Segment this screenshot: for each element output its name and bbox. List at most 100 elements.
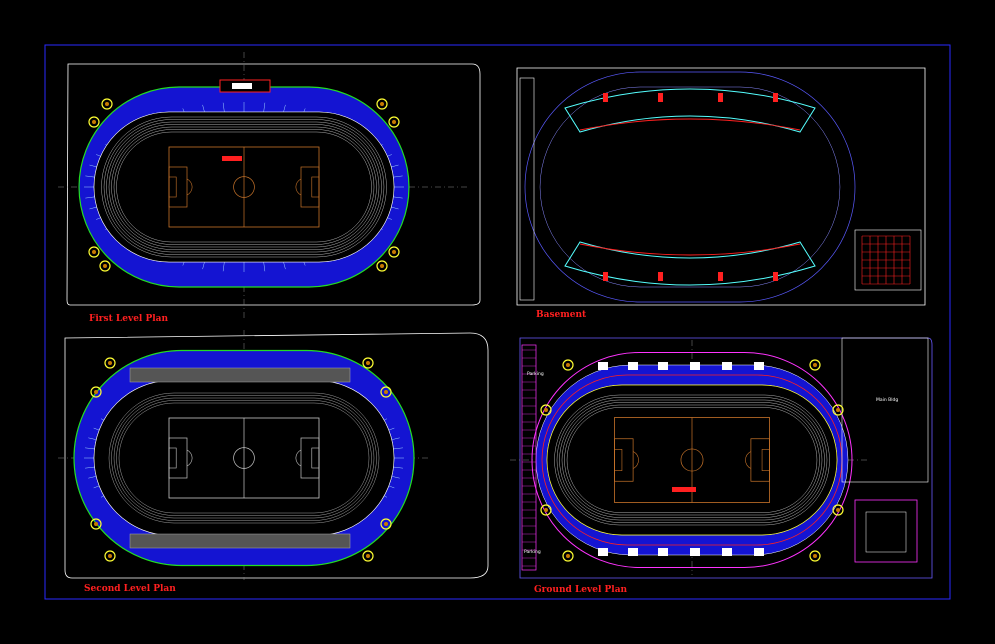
- light-tower-icon: [540, 404, 552, 416]
- ground-north-room: [690, 362, 700, 370]
- ground-north-room: [658, 362, 668, 370]
- panel-ground-level: [519, 337, 933, 579]
- light-tower-core: [105, 102, 109, 106]
- parking-label-top: Parking: [527, 372, 544, 377]
- goal-box-left: [168, 176, 177, 198]
- seating-radial-divider: [392, 466, 403, 469]
- light-tower-icon: [832, 404, 844, 416]
- running-track-lane: [108, 392, 380, 524]
- running-track-lane: [564, 404, 820, 516]
- light-tower-core: [566, 363, 570, 367]
- light-tower-core: [380, 102, 384, 106]
- ground-north-room: [722, 362, 732, 370]
- penalty-arc-right: [295, 449, 302, 467]
- light-tower-icon: [362, 357, 374, 369]
- light-tower-icon: [362, 550, 374, 562]
- light-tower-core: [392, 250, 396, 254]
- ground-level-stadium: [510, 337, 929, 575]
- running-track-lane: [118, 402, 370, 514]
- ground-parking-strip: [521, 344, 537, 571]
- ground-outer-outline: [531, 352, 853, 568]
- running-track-lane: [103, 119, 385, 255]
- second-level-south-tier: [129, 533, 351, 549]
- light-tower-core: [836, 508, 840, 512]
- light-tower-core: [813, 363, 817, 367]
- goal-box-left: [614, 449, 623, 471]
- running-track-lane: [111, 395, 377, 521]
- seating-radial-divider: [85, 175, 96, 178]
- seating-radial-divider: [85, 196, 96, 199]
- penalty-arc-right: [745, 451, 752, 469]
- ground-annex-core: [865, 511, 907, 553]
- penalty-arc-left: [186, 178, 193, 196]
- running-track-lane: [113, 129, 375, 245]
- seating-radial-divider: [392, 447, 403, 450]
- basement-north-room: [773, 93, 778, 102]
- light-tower-icon: [376, 98, 388, 110]
- sheet-border: [44, 44, 951, 600]
- ground-level-red-tag: [672, 487, 696, 492]
- running-track-lane: [559, 399, 825, 521]
- basement-north-room: [718, 93, 723, 102]
- basement-south-room: [773, 272, 778, 281]
- ground-annex-block: [854, 499, 918, 563]
- first-level-press-box-inner: [232, 83, 252, 89]
- running-track-lane: [106, 121, 382, 253]
- light-tower-core: [544, 508, 548, 512]
- running-track-lane: [113, 397, 375, 519]
- ground-south-room: [722, 548, 732, 556]
- light-tower-icon: [88, 246, 100, 258]
- basement-north-room: [603, 93, 608, 102]
- light-tower-icon: [90, 518, 102, 530]
- light-tower-core: [366, 554, 370, 558]
- basement-plan-title: Basement: [536, 310, 587, 320]
- light-tower-icon: [388, 116, 400, 128]
- light-tower-icon: [562, 550, 574, 562]
- running-track-lane: [116, 131, 372, 243]
- light-tower-core: [94, 522, 98, 526]
- penalty-arc-left: [186, 449, 193, 467]
- second-level-plan-title: Second Level Plan: [84, 584, 176, 594]
- second-level-north-tier: [129, 367, 351, 383]
- light-tower-core: [813, 554, 817, 558]
- running-track-lane: [101, 116, 387, 258]
- light-tower-core: [384, 522, 388, 526]
- light-tower-core: [566, 554, 570, 558]
- center-circle: [233, 176, 255, 198]
- basement-south-wall: [579, 243, 801, 256]
- seating-radial-divider: [392, 175, 403, 178]
- first-level-red-tag: [222, 156, 242, 161]
- second-level-stadium: [58, 330, 430, 580]
- seating-radial-divider: [263, 261, 266, 272]
- ground-south-room: [690, 548, 700, 556]
- panel-basement: [516, 67, 926, 306]
- panel-second-level: [64, 332, 489, 579]
- light-tower-core: [92, 250, 96, 254]
- running-track-lane: [566, 407, 818, 513]
- basement-south-corridor: [564, 241, 816, 286]
- seating-radial-divider: [222, 261, 225, 272]
- light-tower-icon: [540, 504, 552, 516]
- running-track-lane: [111, 126, 377, 248]
- light-tower-core: [380, 264, 384, 268]
- light-tower-core: [384, 390, 388, 394]
- seating-radial-divider: [85, 466, 96, 469]
- running-track-lane: [108, 124, 380, 250]
- running-track-lane: [556, 397, 828, 523]
- first-level-plan-title: First Level Plan: [89, 314, 169, 324]
- basement-outer-outline: [524, 71, 856, 303]
- ground-south-room: [598, 548, 608, 556]
- basement-south-room: [718, 272, 723, 281]
- light-tower-core: [92, 120, 96, 124]
- ground-side-building: [841, 337, 929, 483]
- goal-box-right: [761, 449, 770, 471]
- light-tower-icon: [99, 260, 111, 272]
- running-track-lane: [561, 402, 823, 518]
- center-circle: [680, 448, 704, 472]
- ground-level-plan-title: Ground Level Plan: [534, 585, 628, 595]
- ground-south-room: [754, 548, 764, 556]
- basement-north-corridor: [564, 88, 816, 133]
- light-tower-icon: [380, 386, 392, 398]
- light-tower-core: [94, 390, 98, 394]
